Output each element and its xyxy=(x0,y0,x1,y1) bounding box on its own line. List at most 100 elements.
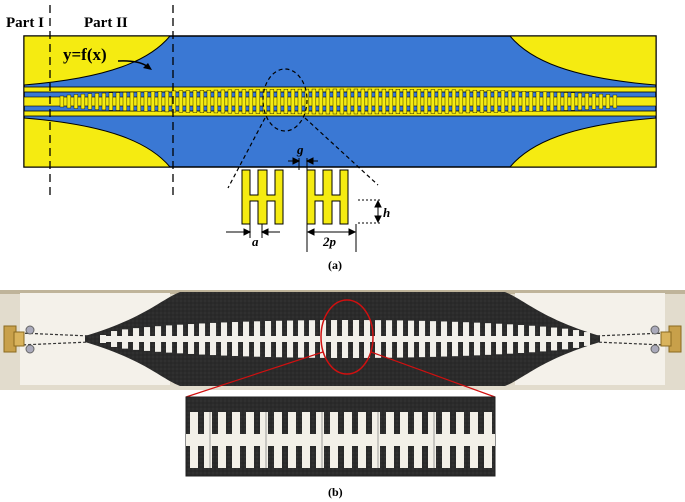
inset-tooth xyxy=(190,412,198,468)
unit-cell xyxy=(241,169,284,225)
corrugated-line-photo xyxy=(100,320,591,358)
photo-tooth xyxy=(485,323,492,355)
corrugation-tooth xyxy=(472,89,478,114)
photo-tooth xyxy=(276,320,283,358)
photo-tooth xyxy=(540,326,547,352)
left-sma-connector xyxy=(3,325,35,354)
corrugation-tooth xyxy=(507,90,513,113)
dimension-g xyxy=(288,157,318,170)
corrugation-tooth xyxy=(80,93,86,110)
inset-tooth xyxy=(330,412,338,468)
corrugation-tooth xyxy=(101,92,107,111)
photo-tooth xyxy=(364,320,371,358)
photo-tooth xyxy=(199,323,206,355)
inset-tooth xyxy=(414,412,422,468)
right-lower-ground-flare xyxy=(509,117,656,167)
inset-tooth xyxy=(218,412,226,468)
corrugation-tooth xyxy=(157,91,163,112)
corrugation-tooth xyxy=(360,88,366,115)
corrugation-tooth xyxy=(381,88,387,115)
inset-tooth xyxy=(428,412,436,468)
photo-zoom-ellipse xyxy=(320,299,374,375)
inset-tooth xyxy=(204,412,212,468)
corrugation-tooth xyxy=(570,92,576,111)
corrugation-tooth xyxy=(171,90,177,113)
zoom-region-ellipse xyxy=(262,68,308,132)
photo-tooth xyxy=(551,327,558,351)
corrugation-tooth xyxy=(598,93,604,110)
width-a-label: a xyxy=(252,234,259,249)
corrugation-tooth xyxy=(108,92,114,111)
corrugation-tooth xyxy=(234,89,240,114)
corrugation-tooth xyxy=(297,88,303,115)
height-h-label: h xyxy=(383,205,391,220)
inset-tooth xyxy=(260,412,268,468)
dimension-2p xyxy=(306,224,357,252)
caption-a: (a) xyxy=(328,258,342,272)
corrugation-tooth xyxy=(612,94,618,109)
period-2p-label: 2p xyxy=(323,234,336,249)
photo-tooth xyxy=(111,331,118,347)
inset-tooth xyxy=(442,412,450,468)
right-sma-connector xyxy=(650,325,682,354)
corrugation-tooth xyxy=(220,89,226,114)
inset-tooth xyxy=(288,412,296,468)
corrugation-tooth xyxy=(213,89,219,114)
photo-tooth xyxy=(397,320,404,358)
corrugation-tooth xyxy=(199,90,205,113)
corrugation-tooth xyxy=(528,91,534,112)
photo-tooth xyxy=(474,322,481,356)
corrugation-tooth xyxy=(374,88,380,115)
left-upper-ground-flare xyxy=(24,36,171,86)
corrugation-tooth xyxy=(129,91,135,112)
corrugation-tooth xyxy=(269,89,275,114)
corrugation-tooth xyxy=(577,92,583,111)
photo-zoom-line-left xyxy=(185,351,324,398)
corrugation-tooth xyxy=(416,89,422,114)
corrugation-tooth xyxy=(332,88,338,115)
corrugation-tooth xyxy=(563,92,569,111)
corrugation-tooth xyxy=(255,89,261,114)
corrugation-tooth xyxy=(164,90,170,113)
corrugation-tooth xyxy=(136,91,142,112)
corrugation-tooth xyxy=(346,88,352,115)
corrugation-tooth xyxy=(395,89,401,114)
photo-tooth xyxy=(177,324,184,354)
photo-tooth xyxy=(573,330,580,348)
inset-tooth xyxy=(232,412,240,468)
inset-tooth xyxy=(246,412,254,468)
unit-cell xyxy=(306,169,349,225)
inset-tooth xyxy=(372,412,380,468)
zoom-line-right xyxy=(304,117,379,186)
corrugation-tooth xyxy=(514,90,520,113)
photo-tooth xyxy=(221,322,228,356)
photo-tooth xyxy=(452,321,459,357)
photo-tooth xyxy=(353,320,360,358)
photo-tooth xyxy=(507,324,514,354)
photo-tooth xyxy=(441,321,448,357)
corrugation-tooth xyxy=(409,89,415,114)
corrugation-tooth xyxy=(241,89,247,114)
corrugation-tooth xyxy=(73,94,79,109)
corrugation-tooth xyxy=(486,90,492,113)
corrugation-tooth xyxy=(66,94,72,109)
photo-tooth xyxy=(342,320,349,358)
curve-label-arrowhead xyxy=(143,63,152,70)
inset-tooth xyxy=(386,412,394,468)
photo-tooth xyxy=(386,320,393,358)
gap-g-label: g xyxy=(297,142,304,157)
corrugated-line xyxy=(24,88,656,115)
corrugation-tooth xyxy=(318,88,324,115)
corrugation-tooth xyxy=(549,91,555,112)
corrugation-tooth xyxy=(493,90,499,113)
inset-tooth xyxy=(470,412,478,468)
photo-tooth xyxy=(298,320,305,358)
inset-tooth xyxy=(456,412,464,468)
photo-tooth xyxy=(430,321,437,357)
photo-tooth xyxy=(419,320,426,358)
photo-tooth xyxy=(265,320,272,358)
corrugation-tooth xyxy=(458,89,464,114)
inset-tooth xyxy=(344,412,352,468)
corrugation-tooth xyxy=(283,89,289,114)
photo-tooth xyxy=(254,321,261,357)
